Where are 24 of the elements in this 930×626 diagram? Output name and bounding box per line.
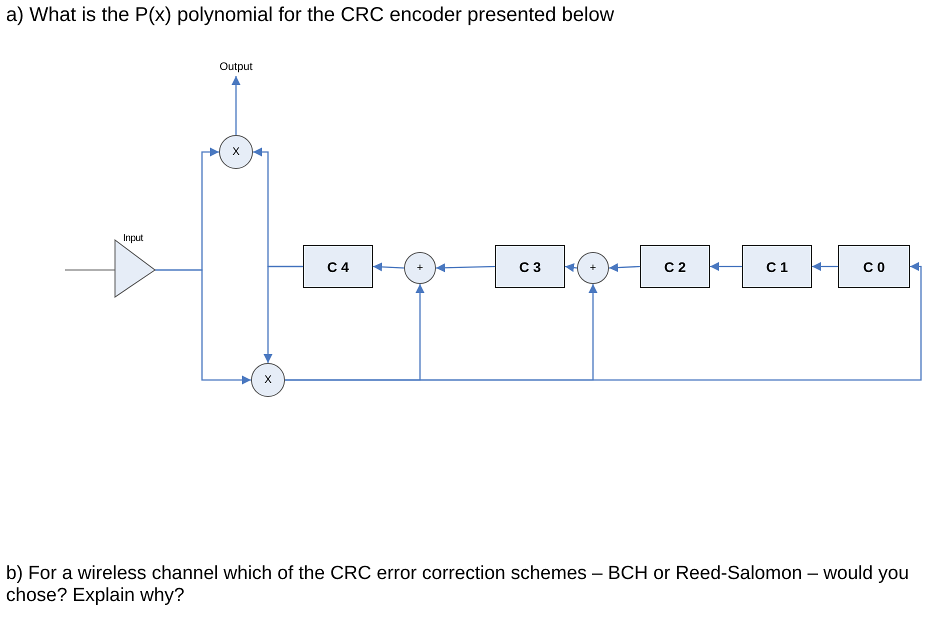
arrow bbox=[372, 262, 404, 272]
arrow bbox=[436, 263, 496, 272]
register-box: C 1 bbox=[742, 245, 812, 288]
operator-circle: + bbox=[404, 252, 436, 284]
register-box: C 4 bbox=[303, 245, 373, 288]
arrow bbox=[812, 262, 838, 271]
arrow bbox=[285, 262, 922, 381]
register-box: C 3 bbox=[495, 245, 565, 288]
operator-circle: + bbox=[577, 252, 609, 284]
arrow bbox=[155, 269, 251, 384]
register-box: C 2 bbox=[640, 245, 710, 288]
connector-line bbox=[65, 269, 115, 271]
arrow bbox=[232, 76, 240, 135]
arrow bbox=[710, 262, 742, 271]
output-label: Output bbox=[208, 58, 264, 76]
question-text: a) What is the P(x) polynomial for the CRC encoder presented below bbox=[6, 4, 616, 27]
operator-circle: X bbox=[251, 363, 285, 397]
input-label: Input bbox=[123, 233, 143, 244]
operator-circle: X bbox=[219, 135, 253, 169]
arrow bbox=[564, 263, 578, 272]
question-text: b) For a wireless channel which of the CRC error correction schemes – BCH or Reed-Salomon – would you chose? Explain why? bbox=[6, 563, 910, 607]
register-box: C 0 bbox=[838, 245, 910, 288]
arrow bbox=[608, 263, 640, 272]
arrow bbox=[264, 266, 303, 363]
